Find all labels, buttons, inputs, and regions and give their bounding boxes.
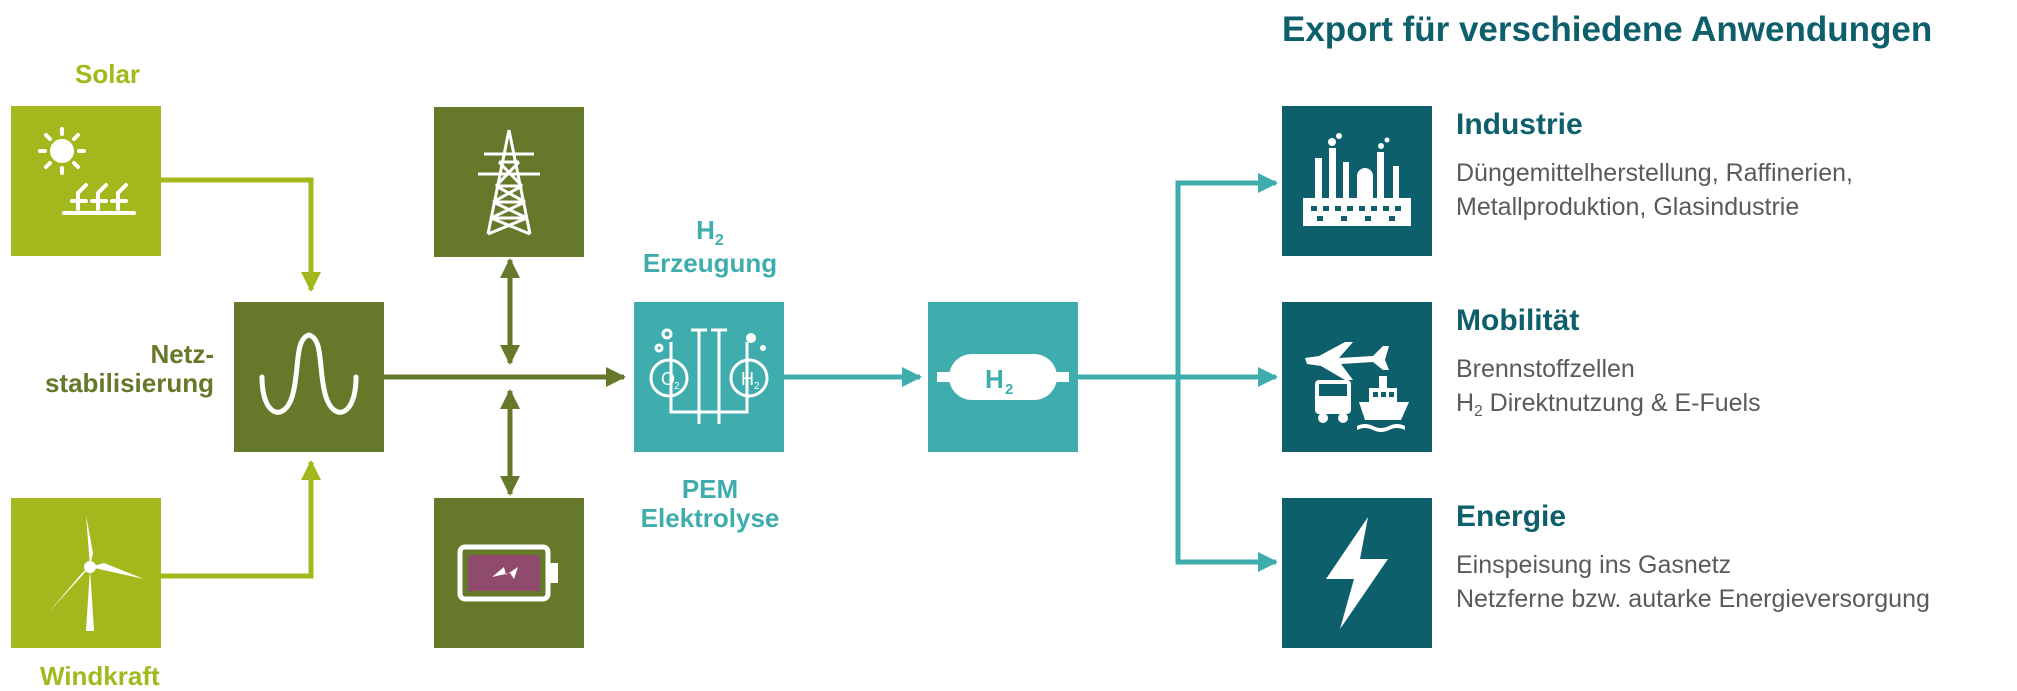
- solar-panel-icon: [38, 127, 136, 215]
- tank-box: H 2: [928, 302, 1078, 452]
- mobility-title: Mobilität: [1456, 304, 1580, 337]
- wind-connector: [161, 460, 321, 579]
- svg-text:H: H: [985, 364, 1004, 394]
- electrolysis-top-label: H2 Erzeugung: [610, 216, 810, 278]
- storage-box: [434, 498, 584, 648]
- pem-label: PEM: [681, 474, 739, 504]
- h2-subscript-mobility: 2: [1474, 403, 1483, 421]
- export-connector-bottom: [1175, 377, 1278, 572]
- stabilization-label: Netz- stabilisierung: [18, 340, 214, 398]
- stabilization-label-line1: Netz-: [150, 339, 214, 369]
- wind-turbine-icon: [48, 515, 144, 631]
- electrolysis-type-label: Elektrolyse: [640, 503, 780, 533]
- electrolyzer-icon: O 2 H 2: [649, 328, 769, 424]
- electrolysis-bottom-label: PEM Elektrolyse: [610, 475, 810, 533]
- solar-label: Solar: [75, 59, 141, 89]
- export-title: Export für verschiedene Anwendungen: [1282, 10, 1933, 49]
- mobility-description-line2: H2 Direktnutzung & E-Fuels: [1456, 386, 1761, 424]
- o2-symbol: O: [661, 369, 675, 389]
- h2-symbol-mobility: H: [1456, 389, 1475, 417]
- energy-description-line1: Einspeisung ins Gasnetz: [1456, 551, 1732, 579]
- power-pylon-icon: [478, 129, 540, 236]
- industry-box: [1282, 106, 1432, 256]
- transport-icon: [1305, 342, 1409, 432]
- lightning-icon: [1326, 517, 1388, 629]
- mobility-description: Brennstoffzellen H2 Direktnutzung & E-Fu…: [1456, 352, 1761, 424]
- h2-subscript-electrolyzer: 2: [754, 381, 760, 392]
- h2-symbol-electrolyzer: H: [741, 369, 754, 389]
- electrolysis-box: O 2 H 2: [634, 302, 784, 452]
- solar-box: [11, 106, 161, 256]
- industry-description: Düngemittelherstellung, Raffinerien, Met…: [1456, 156, 1853, 224]
- hydrogen-tank-icon: H 2: [937, 354, 1069, 400]
- grid-box: [434, 107, 584, 257]
- mobility-description-line1: Brennstoffzellen: [1456, 355, 1635, 383]
- energy-description-line2: Netzferne bzw. autarke Energieversorgung: [1456, 585, 1930, 613]
- energy-box: [1282, 498, 1432, 648]
- energy-description: Einspeisung ins Gasnetz Netzferne bzw. a…: [1456, 548, 1930, 616]
- industry-description-line1: Düngemittelherstellung, Raffinerien,: [1456, 159, 1853, 187]
- mobility-box: [1282, 302, 1432, 452]
- export-connector-top: [1175, 173, 1278, 377]
- energy-title: Energie: [1456, 500, 1567, 533]
- wind-label: Windkraft: [40, 661, 160, 691]
- h2-symbol: H: [696, 215, 715, 245]
- industry-description-line2: Metallproduktion, Glasindustrie: [1456, 193, 1800, 221]
- industry-title: Industrie: [1456, 108, 1583, 141]
- stabilization-label-line2: stabilisierung: [44, 368, 214, 398]
- battery-icon: [457, 544, 558, 602]
- svg-text:2: 2: [1005, 381, 1013, 398]
- factory-icon: [1303, 133, 1411, 226]
- solar-connector: [161, 177, 321, 292]
- electrolysis-h2-label: H2: [610, 216, 810, 249]
- stabilization-box: [234, 302, 384, 452]
- mobility-description-line2-text: Direktnutzung & E-Fuels: [1482, 389, 1761, 417]
- electrolysis-production-label: Erzeugung: [642, 248, 778, 278]
- o2-subscript: 2: [674, 381, 680, 392]
- sine-wave-icon: [259, 332, 359, 415]
- h2-subscript: 2: [714, 230, 724, 249]
- wind-box: [11, 498, 161, 648]
